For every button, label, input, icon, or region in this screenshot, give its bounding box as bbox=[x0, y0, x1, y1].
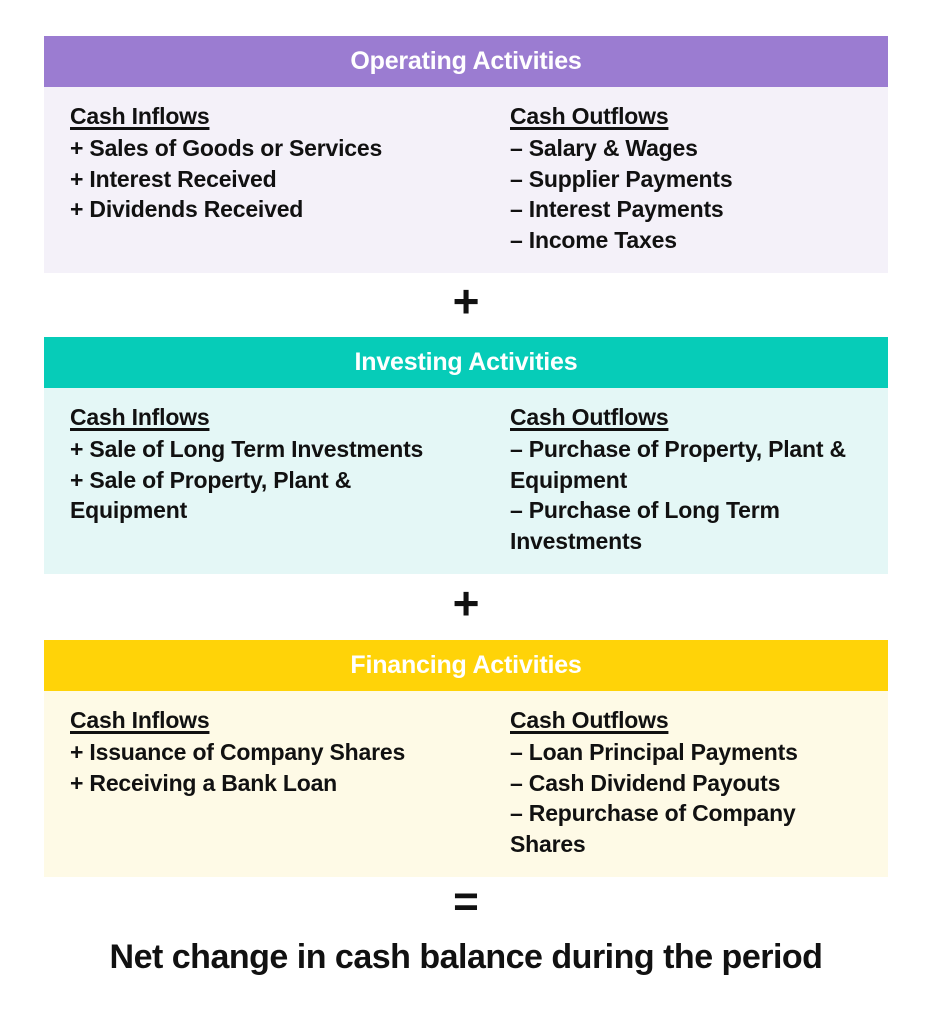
cash-outflow-item: – Income Taxes bbox=[510, 226, 677, 253]
cash-outflow-item: – Supplier Payments bbox=[510, 165, 733, 192]
cash-outflows-heading: Cash Outflows bbox=[510, 707, 669, 733]
cash-outflows-heading: Cash Outflows bbox=[510, 103, 669, 129]
section-header-operating: Operating Activities bbox=[44, 36, 888, 87]
cash-outflow-item: – Salary & Wages bbox=[510, 135, 698, 161]
cash-inflows-heading: Cash Inflows bbox=[70, 103, 210, 129]
plus-operator-icon: + bbox=[452, 275, 480, 327]
section-body-financing: Cash Inflows + Issuance of Company Share… bbox=[44, 691, 888, 878]
cash-inflow-item: + Sale of Property, Plant & Equipment bbox=[70, 466, 352, 524]
section-body-investing: Cash Inflows + Sale of Long Term Investm… bbox=[44, 388, 888, 575]
cash-inflow-item: + Dividends Received bbox=[70, 196, 304, 223]
cash-inflow-item: + Sale of Long Term Investments bbox=[70, 436, 424, 462]
cash-outflow-item: – Interest Payments bbox=[510, 196, 724, 223]
cash-inflows-heading: Cash Inflows bbox=[70, 707, 210, 733]
section-title: Operating Activities bbox=[350, 47, 582, 75]
section-investing-activities: Investing Activities Cash Inflows + Sale… bbox=[44, 337, 888, 575]
cash-inflow-item: + Sales of Goods or Services bbox=[70, 135, 383, 161]
plus-operator-icon: + bbox=[452, 577, 480, 629]
cash-outflows-column: Cash Outflows – Purchase of Property, Pl… bbox=[466, 404, 888, 556]
section-title: Investing Activities bbox=[354, 348, 578, 376]
cash-inflow-item: + Interest Received bbox=[70, 165, 277, 192]
section-financing-activities: Financing Activities Cash Inflows + Issu… bbox=[44, 640, 888, 878]
cash-inflows-heading: Cash Inflows bbox=[70, 404, 210, 430]
net-change-result-text: Net change in cash balance during the pe… bbox=[109, 938, 823, 976]
section-operating-activities: Operating Activities Cash Inflows + Sale… bbox=[44, 36, 888, 274]
cash-inflows-column: Cash Inflows + Sale of Long Term Investm… bbox=[44, 404, 466, 556]
section-body-operating: Cash Inflows + Sales of Goods or Service… bbox=[44, 87, 888, 274]
cash-inflow-item: + Receiving a Bank Loan bbox=[70, 769, 338, 796]
cash-inflow-item: + Issuance of Company Shares bbox=[70, 739, 406, 765]
cash-outflow-item: – Repurchase of Company Shares bbox=[510, 800, 796, 857]
cash-outflows-column: Cash Outflows – Loan Principal Payments … bbox=[466, 707, 888, 859]
section-header-financing: Financing Activities bbox=[44, 640, 888, 691]
section-title: Financing Activities bbox=[350, 651, 582, 679]
cash-outflow-item: – Purchase of Long Term Investments bbox=[510, 497, 780, 554]
cash-inflows-column: Cash Inflows + Issuance of Company Share… bbox=[44, 707, 466, 859]
cash-outflow-item: – Purchase of Property, Plant & Equipmen… bbox=[510, 436, 846, 493]
section-header-investing: Investing Activities bbox=[44, 337, 888, 388]
equals-operator-icon: = bbox=[453, 877, 479, 926]
cash-outflow-item: – Cash Dividend Payouts bbox=[510, 769, 781, 796]
cash-inflows-column: Cash Inflows + Sales of Goods or Service… bbox=[44, 103, 466, 255]
cash-outflows-column: Cash Outflows – Salary & Wages – Supplie… bbox=[466, 103, 888, 255]
cash-outflows-heading: Cash Outflows bbox=[510, 404, 669, 430]
cash-outflow-item: – Loan Principal Payments bbox=[510, 739, 798, 765]
